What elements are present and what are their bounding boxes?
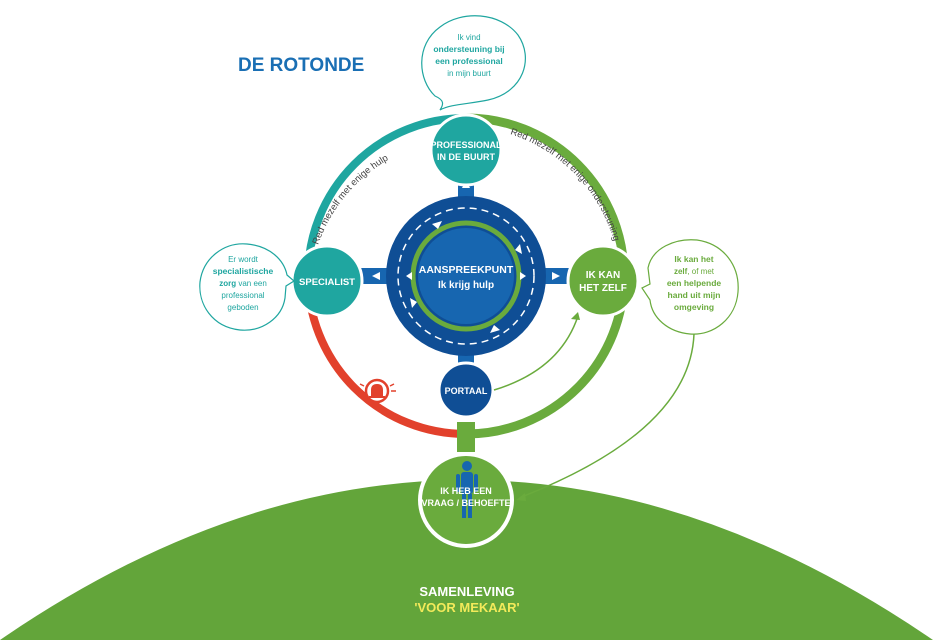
bubble-specialist-line3: zorg van een <box>219 279 267 288</box>
professional-sublabel: IN DE BUURT <box>437 152 496 162</box>
roundabout-arrows <box>406 221 526 333</box>
zelf-sublabel: HET ZELF <box>579 283 627 294</box>
portaal-to-zelf-arrowhead <box>571 312 580 320</box>
bubble-zelf-line5: omgeving <box>674 302 714 312</box>
roundabout-green-ring <box>410 220 522 332</box>
society-hill <box>0 480 933 640</box>
bubble-professional-line2: ondersteuning bij <box>433 44 504 54</box>
bubble-specialist-line4: professional <box>221 291 264 300</box>
entry-stem <box>457 422 475 452</box>
bubble-zelf-line3: een helpende <box>667 278 722 288</box>
roundabout-dashes <box>397 207 535 345</box>
bubble-specialist-line1: Er wordt <box>228 255 259 264</box>
bubble-specialist-line5: geboden <box>227 303 258 312</box>
specialist-label: SPECIALIST <box>299 277 355 288</box>
society-subtitle: 'VOOR MEKAAR' <box>414 600 519 615</box>
bubble-professional-line4: in mijn buurt <box>447 69 491 78</box>
portaal-to-zelf-arrow <box>493 315 579 391</box>
person-icon <box>456 461 478 518</box>
bubble-professional: Ik vind ondersteuning bij een profession… <box>421 15 526 111</box>
zelf-to-vraag-arrowhead <box>516 493 526 501</box>
bubble-professional-line1: Ik vind <box>457 33 480 42</box>
hub-sublabel: Ik krijg hulp <box>438 280 494 291</box>
bubble-specialist-line2: specialistische <box>213 266 274 276</box>
zelf-node <box>566 244 640 318</box>
alarm-bell-icon <box>358 378 396 404</box>
outer-ring-teal <box>304 114 467 277</box>
portaal-node <box>437 361 495 419</box>
vraag-label: IK HEB EEN <box>440 486 492 496</box>
bubble-zelf-line2: zelf, of met <box>674 267 715 276</box>
hub-circle <box>418 228 514 324</box>
bubble-specialist: Er wordt specialistische zorg van een pr… <box>199 243 296 331</box>
bubble-zelf-line1: Ik kan het <box>674 254 713 264</box>
vraag-sublabel: VRAAG / BEHOEFTE <box>421 498 510 508</box>
professional-node <box>429 113 503 187</box>
zelf-label: IK KAN <box>586 270 620 281</box>
portaal-label: PORTAAL <box>445 386 488 396</box>
society-title: SAMENLEVING <box>419 584 514 599</box>
zelf-to-vraag-arrow <box>523 333 695 497</box>
hub-label: AANSPREEKPUNT <box>419 264 514 276</box>
diagram-title: DE ROTONDE <box>238 55 364 76</box>
bubble-zelf: Ik kan het zelf, of met een helpende han… <box>641 239 739 335</box>
bubble-professional-line3: een professional <box>435 56 503 66</box>
professional-label: PROFESSIONAL <box>430 140 502 150</box>
bubble-zelf-line4: hand uit mijn <box>668 290 721 300</box>
